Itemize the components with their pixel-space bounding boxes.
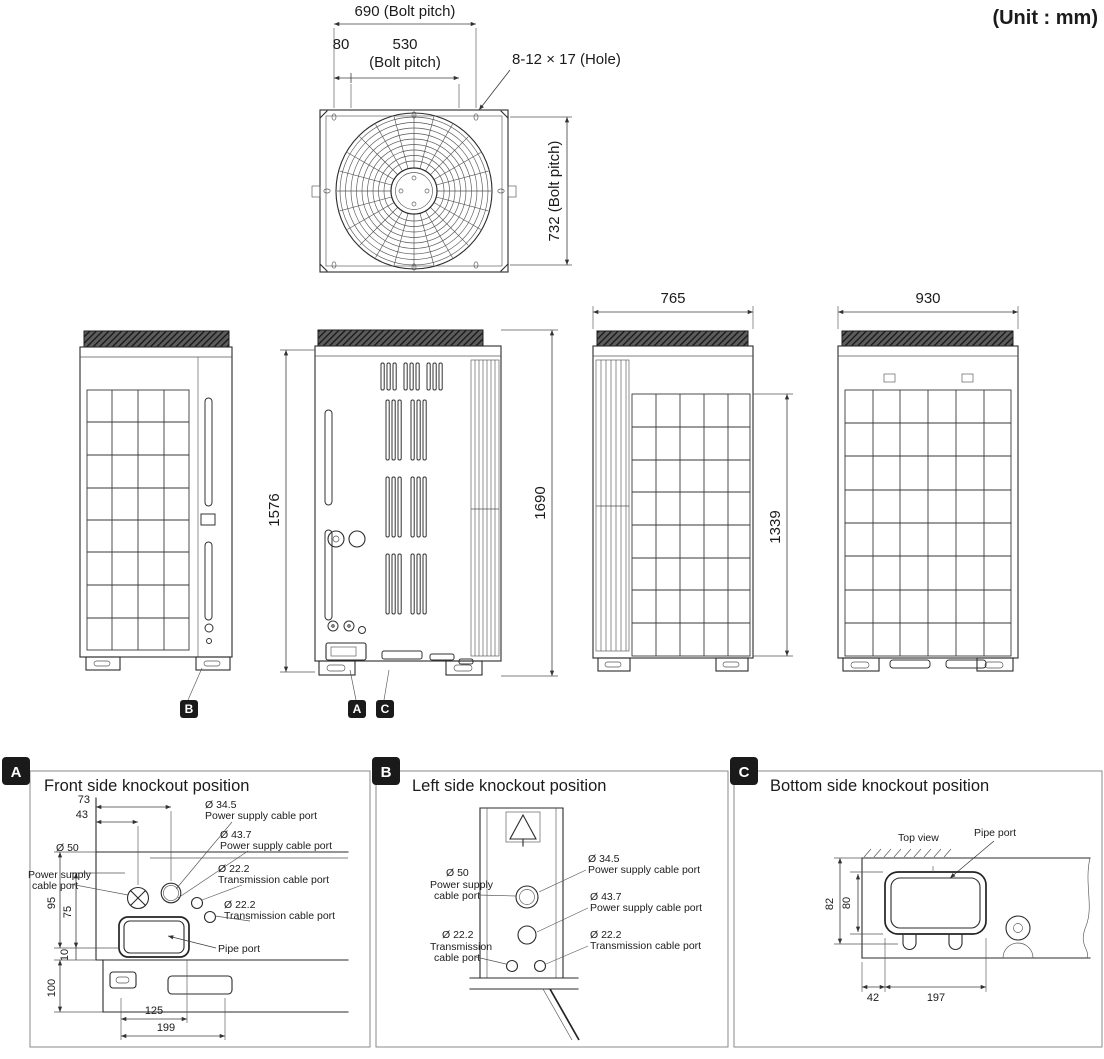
label-dia-22-2-b: Ø 22.2 bbox=[224, 899, 256, 911]
panel-b-marker-square bbox=[372, 757, 400, 785]
panel-c-marker-square bbox=[730, 757, 758, 785]
dim-199: 199 bbox=[157, 1022, 175, 1034]
hatch-ticks bbox=[863, 848, 952, 858]
panel-a-port-labels: Ø 34.5 Power supply cable port Ø 43.7 Po… bbox=[28, 799, 335, 955]
bolt-pitch-note: (Bolt pitch) bbox=[369, 54, 441, 71]
pipe-port bbox=[118, 916, 190, 958]
label-50-line1: Power supply bbox=[28, 869, 92, 881]
panel-a-marker: A bbox=[11, 764, 22, 781]
label-22-2-a-line1: Transmission bbox=[430, 941, 492, 953]
label-dia-34-5: Ø 34.5 bbox=[588, 853, 620, 865]
dim-1576-label: 1576 bbox=[266, 493, 283, 526]
elevation-dimensions: 1576 1690 765 1339 930 bbox=[266, 290, 1019, 677]
pipe-port bbox=[884, 871, 987, 935]
marker-c-label: C bbox=[381, 702, 390, 716]
panel-b-port-labels: Ø 50 Power supply cable port Ø 34.5 Powe… bbox=[430, 853, 702, 965]
dim-765-label: 765 bbox=[660, 290, 685, 307]
label-43-7: Power supply cable port bbox=[590, 902, 702, 914]
label-dia-22-2-b: Ø 22.2 bbox=[590, 929, 622, 941]
panel-a-marker-square bbox=[2, 757, 30, 785]
dim-1339-label: 1339 bbox=[767, 510, 784, 543]
panel-c-marker: C bbox=[739, 764, 750, 781]
panel-a-dimensions: 73 43 95 75 10 100 125 199 bbox=[46, 794, 226, 1040]
panel-c-title: Bottom side knockout position bbox=[770, 777, 989, 795]
marker-b-square bbox=[180, 700, 198, 718]
label-34-5: Power supply cable port bbox=[205, 810, 317, 822]
panel-b-drawing bbox=[469, 807, 580, 1041]
dim-42: 42 bbox=[867, 992, 879, 1004]
label-dia-50: Ø 50 bbox=[446, 867, 469, 879]
panel-c-drawing: Top view Pipe port bbox=[861, 827, 1091, 959]
label-dia-43-7: Ø 43.7 bbox=[590, 891, 622, 903]
label-34-5: Power supply cable port bbox=[588, 864, 700, 876]
dim-80-label: 80 bbox=[333, 36, 350, 53]
dim-732-label: 732 (Bolt pitch) bbox=[546, 141, 563, 242]
view-markers: B A C bbox=[180, 667, 394, 718]
marker-c-square bbox=[376, 700, 394, 718]
dim-73: 73 bbox=[78, 794, 90, 806]
vent-slits bbox=[380, 362, 443, 615]
dim-125: 125 bbox=[145, 1005, 163, 1017]
top-view-label: Top view bbox=[898, 832, 939, 844]
label-dia-43-7: Ø 43.7 bbox=[220, 829, 252, 841]
dim-1690-label: 1690 bbox=[532, 486, 549, 519]
view-front bbox=[314, 329, 502, 676]
label-50-line2: cable port bbox=[32, 880, 78, 892]
dim-930-label: 930 bbox=[915, 290, 940, 307]
label-22-2-b: Transmission cable port bbox=[590, 940, 701, 952]
panel-a-title: Front side knockout position bbox=[44, 777, 249, 795]
label-dia-22-2-a: Ø 22.2 bbox=[218, 863, 250, 875]
knockout-50 bbox=[126, 886, 150, 910]
label-22-2-a: Transmission cable port bbox=[218, 874, 329, 886]
unit-label: (Unit : mm) bbox=[992, 7, 1098, 29]
knockout-22-2-b bbox=[533, 959, 547, 973]
knockout-22-2-b bbox=[203, 910, 217, 924]
label-22-2-a-line2: cable port bbox=[434, 952, 480, 964]
dim-10: 10 bbox=[59, 949, 71, 961]
view-left-side bbox=[79, 330, 233, 671]
knockout-22-2-a bbox=[505, 959, 519, 973]
dim-100: 100 bbox=[46, 979, 58, 997]
dim-75: 75 bbox=[62, 906, 74, 918]
view-right-side bbox=[592, 330, 754, 672]
dim-197: 197 bbox=[927, 992, 945, 1004]
panel-c-dimensions: 80 82 42 197 bbox=[824, 857, 987, 1004]
dim-530-label: 530 bbox=[392, 36, 417, 53]
knockout-34-5 bbox=[519, 889, 535, 905]
top-view-drawing bbox=[311, 109, 517, 273]
dim-95: 95 bbox=[46, 897, 58, 909]
knockout-circle bbox=[1005, 915, 1031, 941]
panel-left-knockout: B Left side knockout position Ø 50 Power… bbox=[372, 757, 729, 1048]
panel-bottom-knockout: C Bottom side knockout position Top view… bbox=[730, 757, 1103, 1048]
dim-82: 82 bbox=[824, 898, 836, 910]
label-43-7: Power supply cable port bbox=[220, 840, 332, 852]
label-dia-22-2-a: Ø 22.2 bbox=[442, 929, 474, 941]
marker-a-square bbox=[348, 700, 366, 718]
knockout-50 bbox=[515, 885, 539, 909]
marker-b-label: B bbox=[185, 702, 194, 716]
knockout-34-5 bbox=[163, 885, 179, 901]
dim-690-label: 690 (Bolt pitch) bbox=[355, 3, 456, 20]
fan-grille bbox=[335, 112, 493, 270]
label-22-2-b: Transmission cable port bbox=[224, 910, 335, 922]
knockout-43-7 bbox=[160, 882, 182, 904]
label-dia-50: Ø 50 bbox=[56, 842, 79, 854]
label-pipe-port: Pipe port bbox=[218, 943, 260, 955]
top-view-dimensions: 690 (Bolt pitch) 80 530 (Bolt pitch) 8-1… bbox=[333, 3, 621, 266]
label-dia-34-5: Ø 34.5 bbox=[205, 799, 237, 811]
hole-label: 8-12 × 17 (Hole) bbox=[512, 51, 621, 68]
view-back bbox=[837, 330, 1019, 672]
panel-b-marker: B bbox=[381, 764, 392, 781]
panel-b-title: Left side knockout position bbox=[412, 777, 606, 795]
knockout-43-7 bbox=[517, 925, 537, 945]
marker-a-label: A bbox=[353, 702, 362, 716]
label-50-line2: cable port bbox=[434, 890, 480, 902]
label-pipe-port: Pipe port bbox=[974, 827, 1016, 839]
knockout-22-2-a bbox=[190, 896, 204, 910]
panel-front-knockout: A Front side knockout position 73 bbox=[2, 757, 371, 1048]
dim-43: 43 bbox=[76, 809, 88, 821]
dim-80: 80 bbox=[841, 897, 853, 909]
label-50-line1: Power supply bbox=[430, 879, 494, 891]
